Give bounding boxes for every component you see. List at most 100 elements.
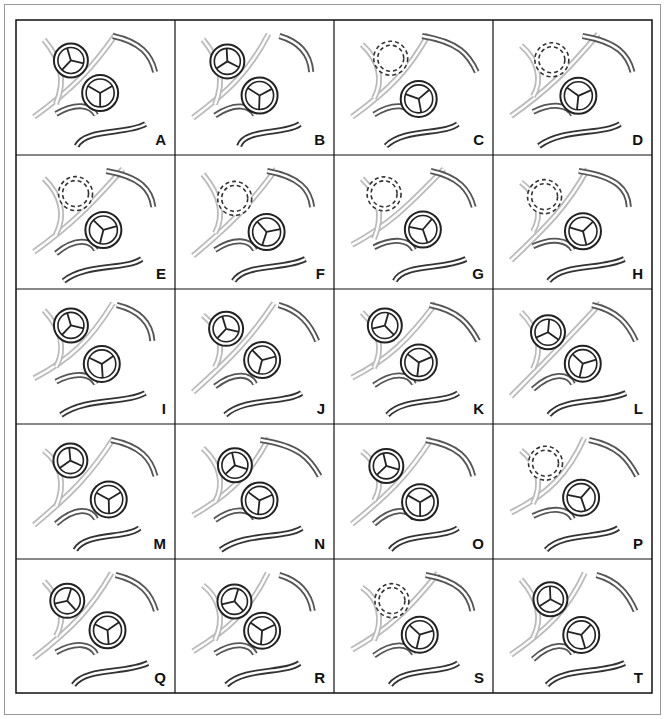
valve-leaflet [385, 313, 389, 325]
valve-leaflet [100, 86, 112, 93]
valve-panel [511, 169, 629, 281]
vessel-outline [431, 171, 474, 207]
valve-orifice [406, 621, 434, 649]
panel-letter: C [472, 132, 485, 147]
vessel-lumen [422, 36, 477, 72]
valve-leaflet [567, 88, 578, 96]
valve-ring [209, 312, 243, 346]
valve-leaflet [257, 222, 266, 232]
valve-leaflet [252, 350, 262, 360]
valve-leaflet [222, 316, 226, 328]
valve-leaflet [581, 635, 585, 648]
vessel-outline [225, 393, 301, 415]
valve-ring [218, 448, 252, 482]
grid-line [16, 288, 652, 289]
absent-valve [63, 181, 89, 207]
valve-panel [511, 438, 637, 550]
vessel-outline [511, 34, 598, 116]
vessel-lumen [390, 663, 458, 685]
panel-letter: J [316, 401, 326, 416]
panel-letter: R [313, 670, 326, 685]
vessel-outline [390, 528, 457, 550]
valve-ring [563, 480, 599, 516]
valve-leaflet [549, 586, 551, 599]
valve-orifice [214, 48, 240, 74]
grid-line [16, 558, 652, 559]
valve-orifice [373, 453, 399, 479]
absent-valve [378, 45, 404, 71]
valve-orifice [567, 621, 595, 649]
valve-panel [34, 169, 153, 281]
valve-orifice [405, 85, 433, 113]
valve-leaflet [419, 502, 421, 516]
valve-orifice [86, 79, 114, 107]
vessel-lumen [215, 645, 255, 654]
vessel-outline [77, 124, 146, 146]
grid-line [16, 154, 652, 155]
valve-panel [352, 34, 477, 146]
valve-ring [369, 449, 403, 483]
valve-leaflet [262, 625, 275, 631]
vessel-lumen [386, 124, 458, 146]
valve-leaflet [262, 232, 266, 245]
valve-leaflet [62, 60, 71, 69]
valve-panel [352, 573, 472, 685]
valve-leaflet [108, 622, 120, 630]
valve-orifice [58, 312, 84, 338]
vessel-outline [56, 645, 96, 654]
valve-leaflet [573, 354, 583, 364]
vessel-lumen [352, 303, 436, 378]
vessel-outline [64, 259, 142, 281]
vessel-lumen [549, 393, 626, 415]
panel-letter: D [631, 132, 644, 147]
valve-leaflet [222, 601, 235, 604]
vessel-lumen [533, 241, 573, 250]
valve-leaflet [568, 632, 582, 635]
valve-leaflet [55, 601, 68, 604]
valve-leaflet [578, 90, 591, 96]
valve-leaflet [96, 493, 108, 500]
valve-ring [249, 214, 285, 250]
valve-ring [244, 342, 280, 378]
valve-leaflet [260, 495, 273, 501]
vessel-outline [215, 241, 255, 250]
vessel-lumen [589, 440, 637, 476]
panel-letter: G [471, 266, 485, 281]
valve-leaflet [583, 222, 593, 232]
absent-valve [533, 450, 559, 476]
valve-panel [34, 573, 156, 685]
valve-leaflet [248, 492, 259, 500]
panel-letter: E [155, 266, 167, 281]
absent-valve [367, 177, 401, 211]
vessel-outline [352, 303, 436, 378]
valve-orifice [54, 588, 80, 614]
valve-leaflet [583, 360, 596, 364]
vessel-lumen [352, 573, 438, 650]
panel-letter: I [161, 401, 167, 416]
valve-orifice [569, 217, 597, 245]
valve-leaflet [70, 461, 82, 466]
absent-valve [222, 185, 248, 211]
valve-orifice [567, 484, 595, 512]
vessel-outline [539, 124, 620, 146]
vessel-outline [547, 663, 625, 685]
valve-orifice [248, 346, 276, 374]
valve-leaflet [423, 219, 432, 230]
vessel-outline [113, 36, 155, 72]
vessel-lumen [352, 169, 444, 245]
valve-leaflet [372, 326, 385, 329]
vessel-lumen [203, 585, 220, 640]
panel-letter: K [472, 401, 485, 416]
valve-panel [193, 34, 311, 146]
valve-panel [193, 169, 312, 281]
valve-ring [563, 617, 599, 653]
valve-leaflet [548, 319, 549, 332]
valve-leaflet [108, 499, 110, 513]
vessel-lumen [117, 305, 153, 341]
vessel-outline [239, 124, 300, 146]
valve-ring [401, 344, 437, 380]
vessel-outline [395, 259, 466, 281]
absent-valve [375, 584, 409, 618]
valve-ring [565, 213, 601, 249]
